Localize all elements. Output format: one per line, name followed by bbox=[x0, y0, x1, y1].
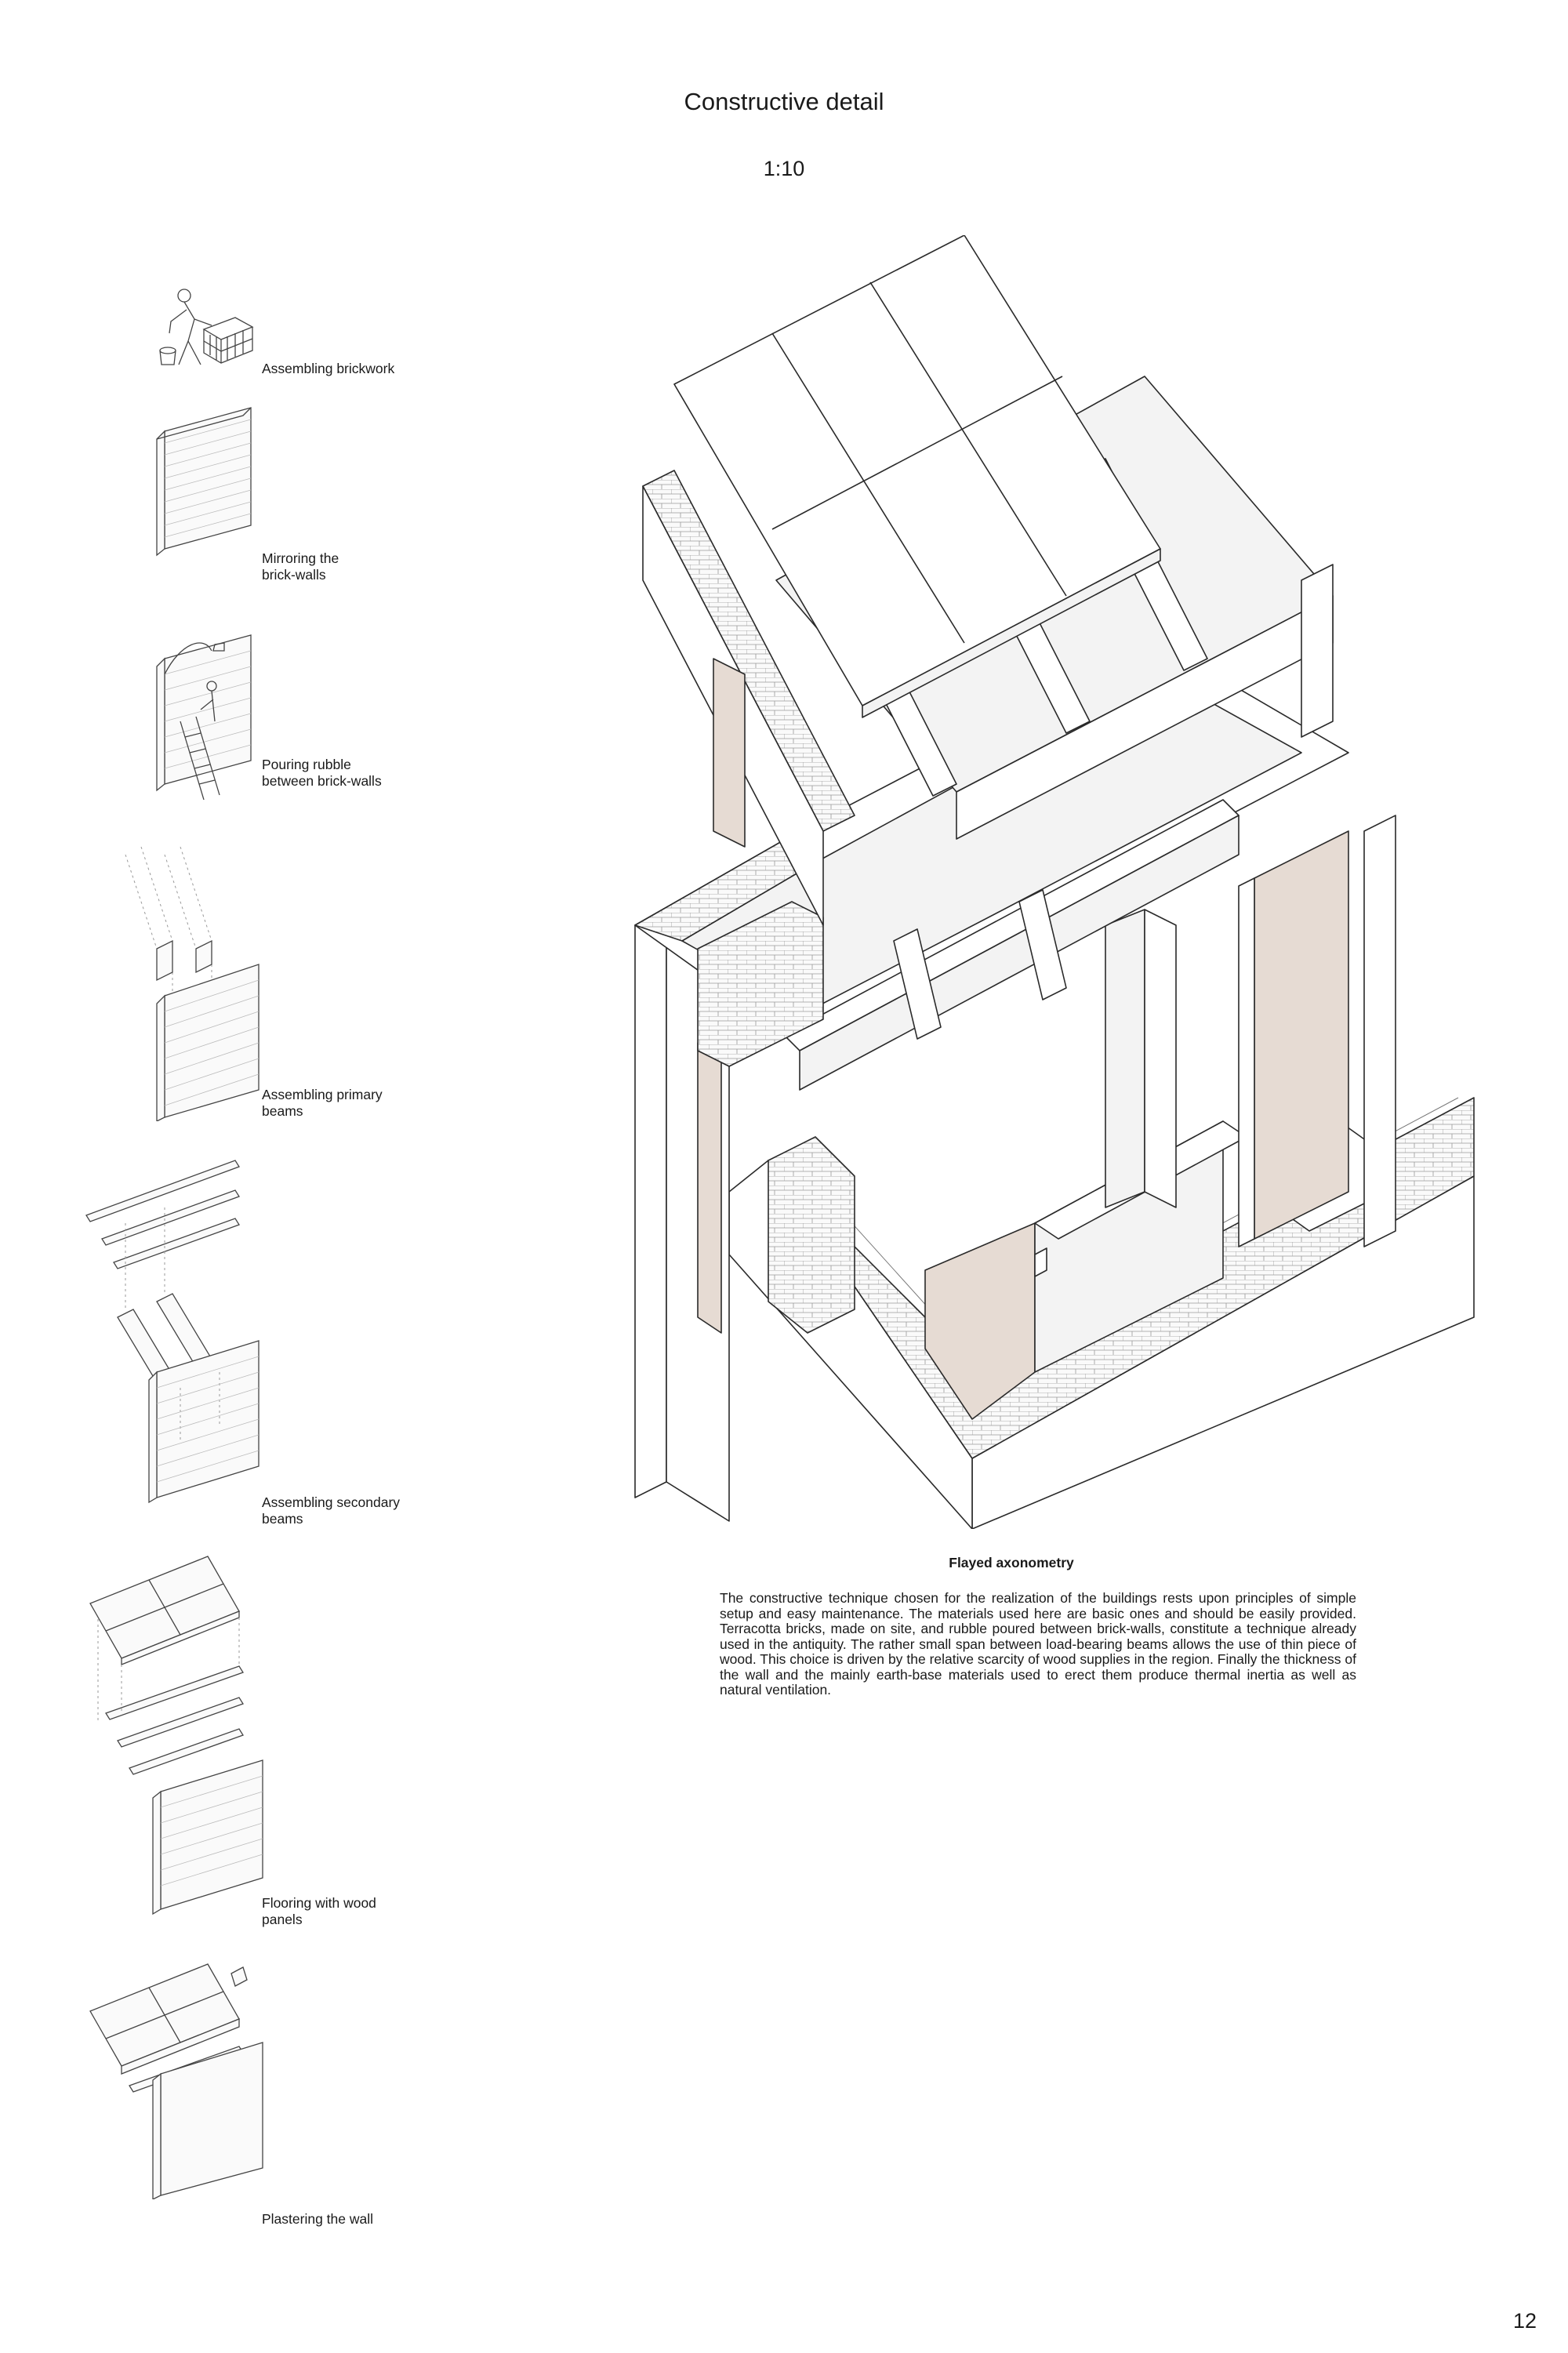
step-1-illustration bbox=[159, 289, 254, 365]
page-title: Constructive detail bbox=[684, 88, 884, 115]
step-label-4: Assembling primary beams bbox=[262, 1087, 383, 1119]
caption-title: Flayed axonometry bbox=[949, 1555, 1074, 1570]
step-label-7: Plastering the wall bbox=[262, 2211, 374, 2227]
left-tall-wall bbox=[634, 909, 667, 1498]
page-number: 12 bbox=[1512, 2309, 1537, 2333]
caption-body: The constructive technique chosen for th… bbox=[720, 1590, 1356, 1698]
step-4-illustration bbox=[125, 846, 260, 1121]
step-label-5: Assembling secondary beams bbox=[262, 1494, 401, 1527]
step-label-2: Mirroring the brick-walls bbox=[262, 550, 339, 583]
mid-brick-column bbox=[768, 1136, 855, 1334]
interior-column bbox=[1105, 909, 1145, 1208]
upper-plaster-strip bbox=[713, 658, 746, 848]
step-6-illustration bbox=[89, 1556, 263, 1915]
secondary-beam-3 bbox=[1018, 889, 1067, 1000]
step-label-3: Pouring rubble between brick-walls bbox=[262, 757, 382, 789]
right-tall-wall bbox=[1363, 815, 1396, 1247]
scale-label: 1:10 bbox=[763, 157, 805, 180]
secondary-beam-2 bbox=[893, 928, 942, 1040]
step-3-illustration bbox=[156, 634, 252, 800]
step-5-illustration bbox=[85, 1160, 260, 1504]
step-2-illustration bbox=[156, 407, 252, 557]
step-7-illustration bbox=[89, 1963, 263, 2199]
right-plaster-wall bbox=[1254, 830, 1349, 1240]
brick-wall-corner bbox=[697, 901, 824, 1067]
door-handle bbox=[1034, 1247, 1047, 1277]
upper-right-wall bbox=[1301, 564, 1334, 738]
step-label-6: Flooring with wood panels bbox=[262, 1895, 376, 1927]
lower-plaster-wall bbox=[924, 1222, 1036, 1420]
step-label-1: Assembling brickwork bbox=[262, 361, 395, 376]
axonometry-drawing bbox=[634, 235, 1475, 1529]
left-plaster-strip bbox=[697, 1042, 722, 1334]
